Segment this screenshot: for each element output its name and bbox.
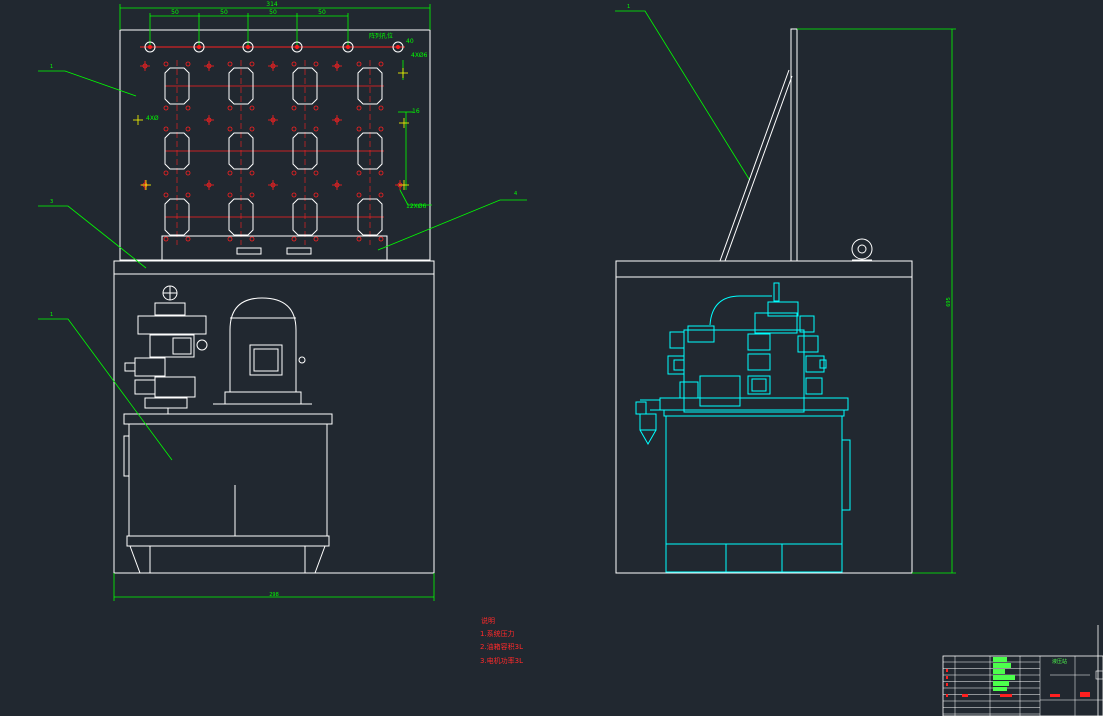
cabinet-top-ledge [113,260,435,275]
dim-12x: 12XØ6 [406,203,426,210]
notes-line-3: 3.电机功率3L [480,656,523,665]
fitting [193,41,205,53]
tank [123,413,333,574]
fitting [291,41,303,53]
dim-overall-top-text: 314 [266,1,278,8]
valve-slot [227,192,255,242]
valve-slot [291,126,319,176]
panel-brackets [161,235,388,261]
valve-slot [356,61,384,111]
right-small-dims [398,60,432,206]
notes-title: 说明 [481,616,495,625]
diagonal-brace [719,69,793,262]
notes: 说明 1.系统压力 2.油箱容积3L 3.电机功率3L [480,616,523,665]
valve-slot [291,61,319,111]
dim-overall-top [119,4,431,30]
dim-spacing-1: 50 [171,9,179,16]
balloon-2: 3 [50,199,53,205]
fitting [144,41,156,53]
front-view: 314 50 50 50 50 阵列孔位 40 4XØ6 4XØ 16 12XØ… [38,1,527,601]
valve-slot [356,192,384,242]
valve-slot [291,192,319,242]
fitting [342,41,354,53]
side-view: 695 1 [615,4,956,574]
notes-line-1: 1.系统压力 [480,629,515,638]
side-panel [790,28,798,262]
dim-spacing-3: 50 [269,9,277,16]
fitting [392,41,404,53]
side-cabinet-body [615,276,913,574]
balloon-4: 4 [514,191,517,197]
dim-right-height [797,28,956,574]
dim-bottom [113,573,435,601]
valve-slot [163,126,191,176]
dim-label-plate: 阵列孔位 [369,32,393,40]
fitting [242,41,254,53]
valve-slot [163,61,191,111]
dim-4x-left: 4XØ [146,115,159,122]
valve-slot [163,192,191,242]
valve-assembly [124,285,208,414]
dim-spacing [149,13,349,46]
dim-bottom-text: 298 [269,592,279,598]
valve-grid [133,60,409,245]
title-block-label: 液压站 [1052,658,1067,665]
side-cabinet-top [615,260,913,278]
leaders-left [38,70,527,461]
dim-40: 40 [406,38,414,45]
panel-plate [119,29,431,261]
dim-16: 16 [412,108,420,115]
side-hydraulic-unit [635,282,851,573]
dim-right-height-text: 695 [946,297,952,307]
leader-right [615,10,750,180]
notes-line-2: 2.油箱容积3L [480,642,523,651]
dim-spacing-2: 50 [220,9,228,16]
balloon-3: 1 [50,312,53,318]
dim-spacing-4: 50 [318,9,326,16]
pressure-gauge [851,238,873,261]
title-block: 液压站 [942,625,1103,716]
motor [213,297,312,405]
dim-4x: 4XØ6 [411,52,428,59]
valve-slot [227,126,255,176]
top-fittings [140,41,405,53]
balloon-1: 1 [50,64,53,70]
balloon-5: 1 [627,4,630,10]
valve-slot [227,61,255,111]
valve-slot [356,126,384,176]
